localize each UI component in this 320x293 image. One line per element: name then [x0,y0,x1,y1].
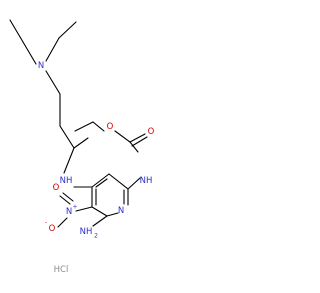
bond-ring-c3-c4-inner [95,178,108,188]
bond-nitro-o-top-2 [62,192,74,202]
nitro-oxygen-left: O [49,224,56,234]
bond-n-ethyl-left-2 [9,19,24,43]
bond-ring-nh-right [127,177,141,190]
bond-nh-carbonyl [129,141,139,153]
amino-nh2-label: NH [80,227,93,237]
bond-n-chain [45,70,61,95]
bond-ring-c6-n1 [106,212,119,217]
bond-n-ethyl-left-1 [22,41,37,65]
carbonyl-oxygen: O [148,127,155,137]
bond-ester-ethyl-2 [74,121,94,132]
bond-n-ethyl-right-1 [45,37,60,62]
bond-ring-nh2 [92,215,108,227]
bond-n-ethyl-right-2 [58,21,77,39]
bond-carbonyl-o-1 [129,133,146,143]
bond-ring-c5-c6 [91,206,108,217]
bond-ring-c2-c3 [108,173,129,190]
amino-nh2-subscript: 2 [94,233,98,240]
chemical-structure-diagram: N NH NH O O N + O O - N NH 2 HCl [9,19,155,275]
nitro-minus-charge: - [45,220,47,227]
hcl-salt-label: HCl [54,265,69,275]
secondary-amine-nh-left: NH [60,176,73,186]
carbamate-nh: NH [140,176,153,186]
bonds [9,19,148,228]
bond-ester-ethyl-1 [92,121,105,132]
bond-carbonyl-o-2 [131,136,148,147]
bond-nitro-o-top-1 [59,195,71,205]
bond-chain-methyl [73,137,89,149]
pyridine-nitrogen: N [118,206,124,216]
atom-labels: N NH NH O O N + O O - N NH 2 [38,61,155,240]
tertiary-amine-nitrogen: N [38,61,44,71]
bond-ring-c3-c4 [91,173,110,188]
bond-ring-nitro [75,206,93,212]
nitro-oxygen-top: O [53,183,60,193]
bond-nitro-o-left [57,217,68,228]
bond-chain-3 [59,125,75,149]
bond-carbonyl-ester-o [114,130,131,143]
bond-chain-nh [63,147,75,174]
ester-oxygen: O [107,122,114,132]
nitro-plus-charge: + [72,204,77,211]
nitro-nitrogen: N [66,207,72,217]
